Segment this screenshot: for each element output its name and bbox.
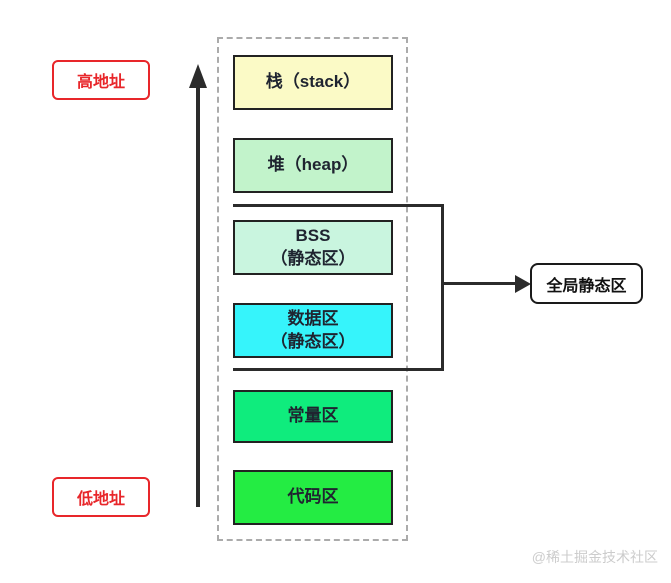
memory-block-stack: 栈（stack）: [233, 55, 393, 110]
memory-block-heap: 堆（heap）: [233, 138, 393, 193]
bracket-bottom-line: [233, 368, 444, 371]
low-address-label: 低地址: [52, 477, 150, 517]
bracket-top-line: [233, 204, 444, 207]
memory-block-bss: BSS （静态区）: [233, 220, 393, 275]
high-address-label: 高地址: [52, 60, 150, 100]
memory-block-sublabel: （静态区）: [270, 248, 356, 268]
memory-block-constant: 常量区: [233, 390, 393, 443]
memory-block-sublabel: （静态区）: [270, 331, 356, 351]
global-static-area-label: 全局静态区: [530, 263, 643, 304]
address-direction-arrow-line: [196, 86, 200, 507]
memory-block-code: 代码区: [233, 470, 393, 525]
global-static-arrow-line: [443, 282, 517, 285]
memory-block-label: 代码区: [287, 487, 339, 507]
memory-block-label: BSS: [295, 225, 331, 245]
memory-block-label: 堆（heap）: [267, 155, 359, 175]
arrow-right-icon: [515, 275, 531, 293]
arrow-up-icon: [189, 64, 207, 88]
bracket-right-line: [441, 204, 444, 371]
memory-regions-container: [217, 37, 408, 541]
memory-block-label: 栈（stack）: [265, 72, 361, 92]
watermark: @稀土掘金技术社区: [531, 549, 658, 565]
memory-block-label: 数据区: [287, 308, 339, 328]
memory-block-label: 常量区: [287, 406, 339, 426]
memory-block-data: 数据区 （静态区）: [233, 303, 393, 358]
